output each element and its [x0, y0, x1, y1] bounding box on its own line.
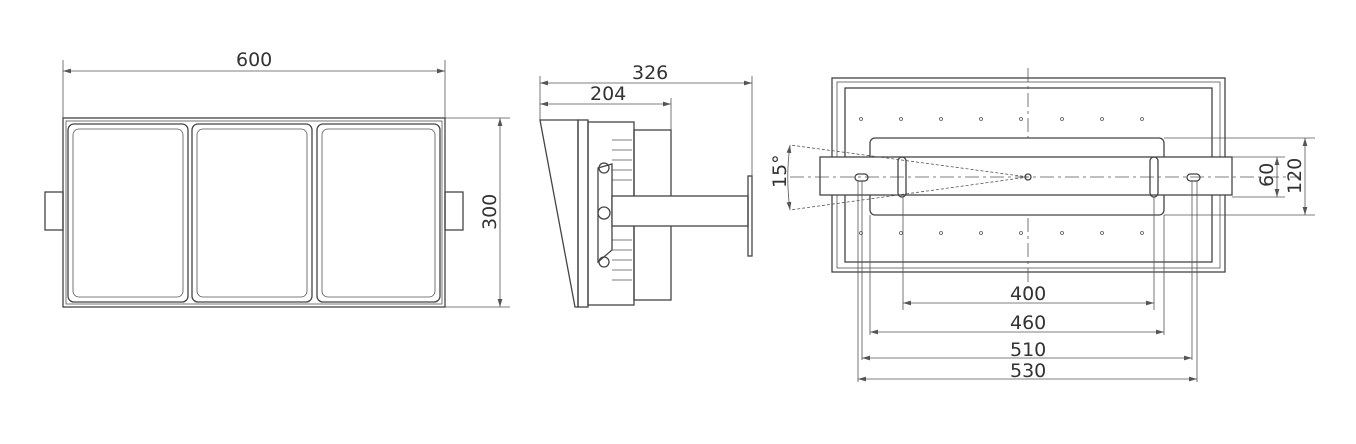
arm-length-label: 530: [1010, 360, 1046, 382]
plate-width-label: 460: [1010, 312, 1046, 334]
side-view: 326 204: [539, 62, 753, 308]
side-bracket-right: [444, 191, 464, 231]
adjust-slot: [897, 156, 907, 198]
housing-outline: [62, 117, 446, 308]
yoke: [597, 163, 613, 264]
plate-height-label: 120: [1284, 158, 1306, 194]
slot-spacing-label: 400: [1010, 283, 1046, 305]
arm-height-label: 60: [1256, 163, 1278, 187]
mounting-arm: [611, 195, 749, 227]
lens-panel: [67, 123, 189, 303]
width-dimension-label: 600: [236, 49, 272, 71]
visor: [539, 119, 579, 308]
side-bracket-left: [44, 191, 64, 231]
tilt-angle-arc: [786, 144, 792, 211]
mounting-holes: [859, 117, 1144, 235]
tilt-angle-label: 15°: [769, 154, 791, 188]
overall-depth-label: 326: [632, 62, 668, 84]
height-dimension-label: 300: [479, 194, 501, 230]
hole-spacing-label: 510: [1010, 339, 1046, 361]
fixing-hole: [854, 173, 869, 182]
mounting-arm: [819, 156, 1233, 196]
lens-panel: [191, 123, 313, 303]
lens-panel: [316, 123, 441, 303]
pivot-point: [1024, 173, 1032, 181]
rear-view: 15° 400 460 510 530 60 120: [769, 68, 1315, 382]
front-view: 600 300: [44, 49, 510, 308]
fixing-hole: [1186, 173, 1201, 182]
wall-plate: [747, 175, 753, 257]
body-depth-label: 204: [590, 83, 626, 105]
